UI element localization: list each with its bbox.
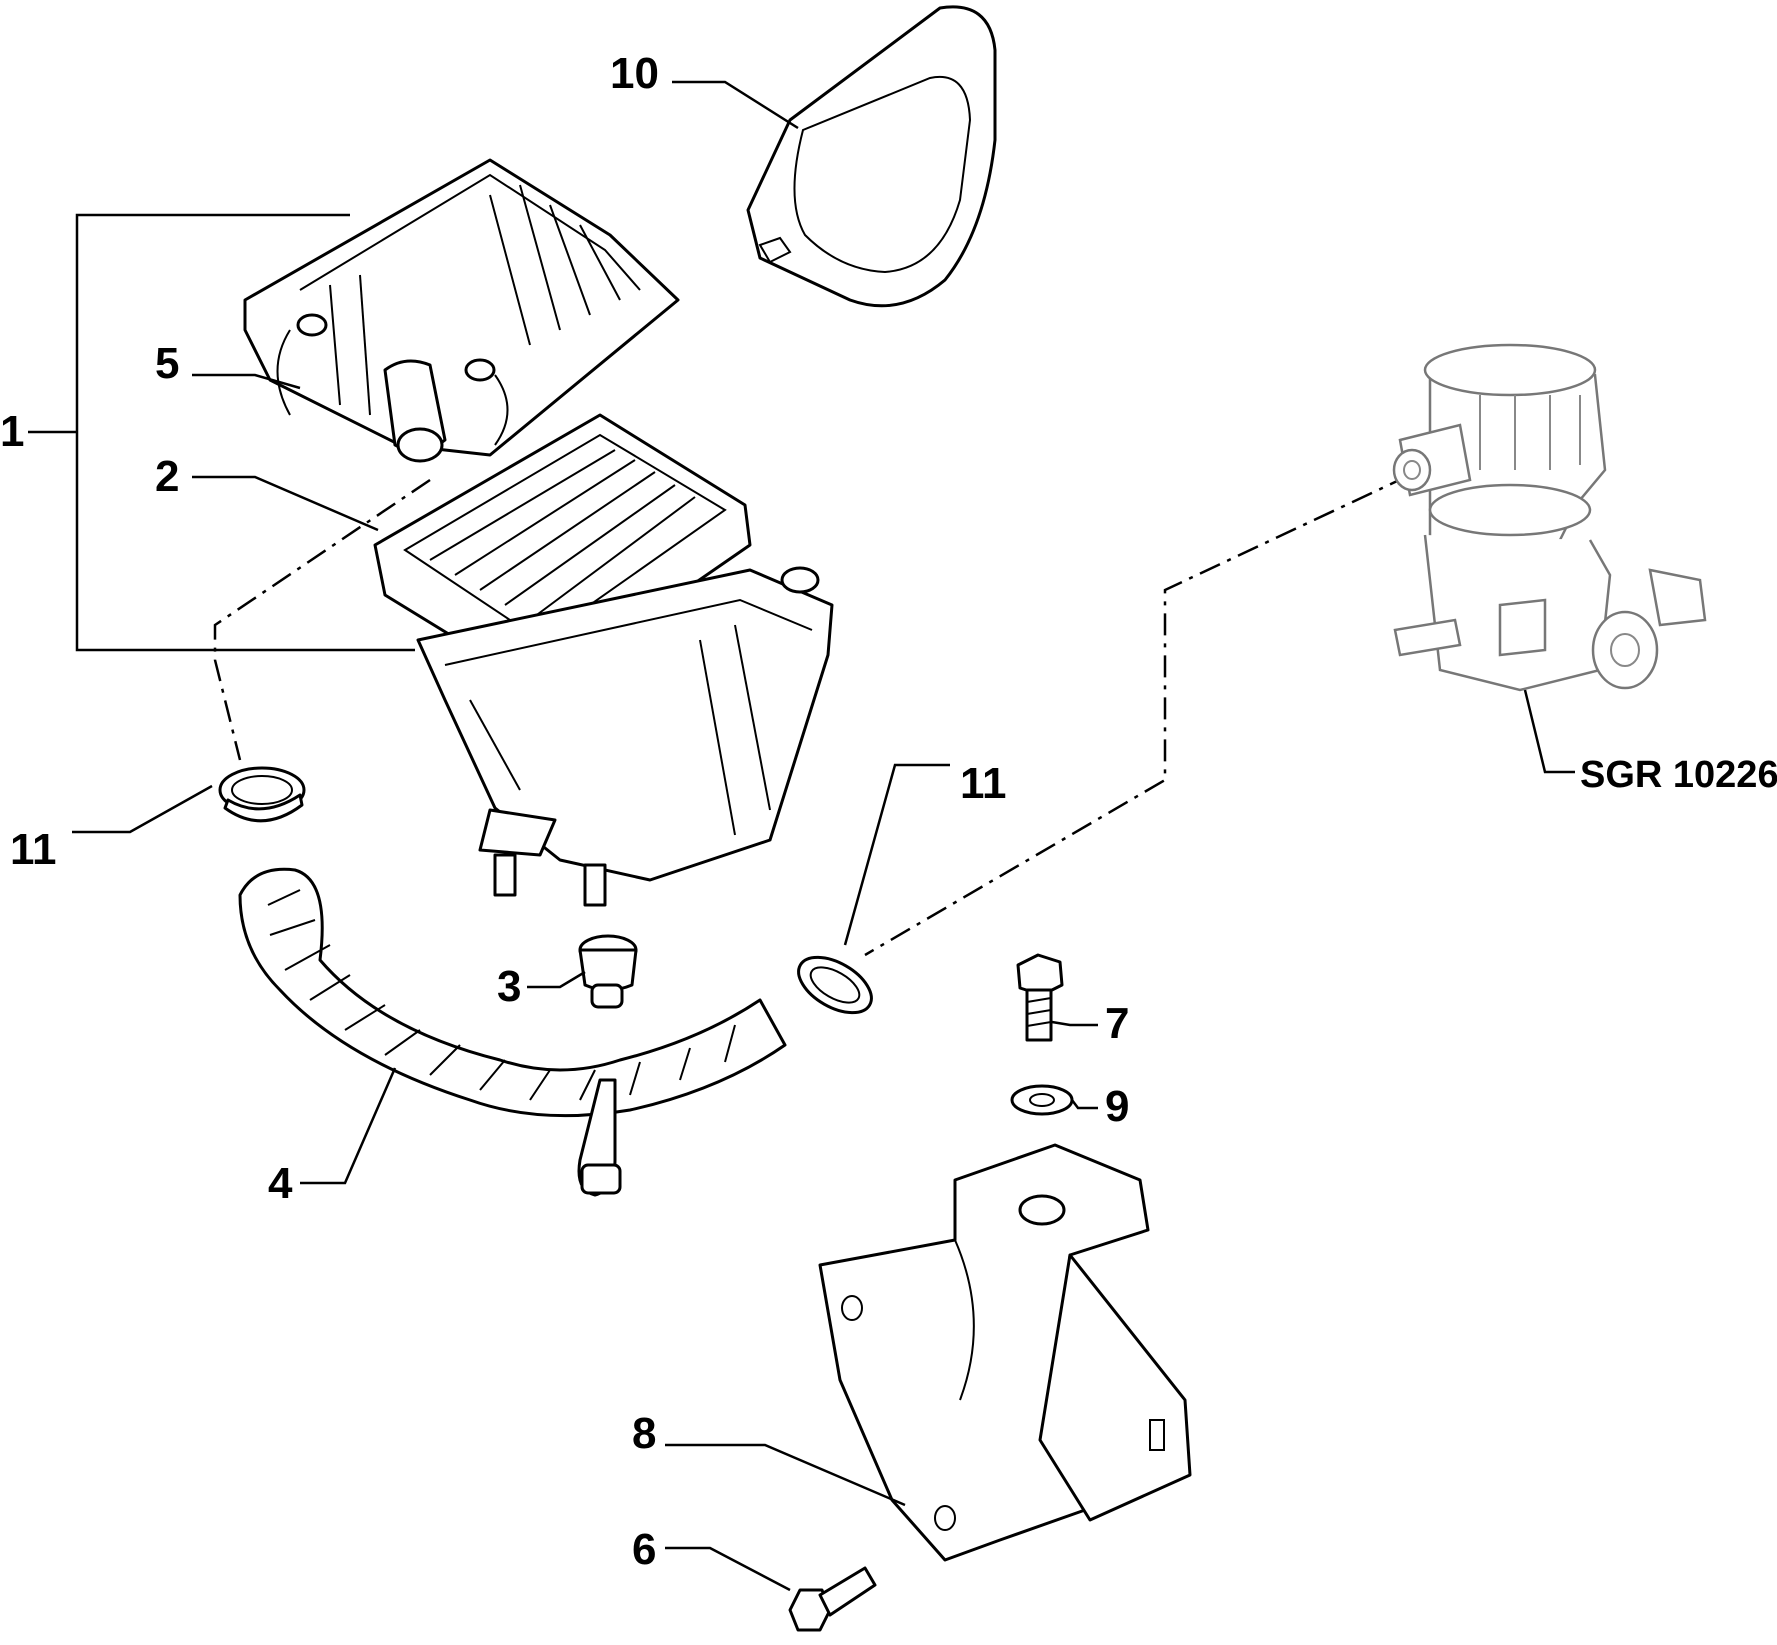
callout-11a-leader [72, 784, 213, 834]
callout-8: 8 [632, 1409, 657, 1458]
callout-4-leader [300, 1067, 397, 1185]
guide-line-right [864, 473, 1411, 957]
callout-6-leader [665, 1546, 791, 1592]
reference-engine-component [1392, 343, 1707, 692]
callout-9-leader [1071, 1099, 1098, 1110]
callout-5: 5 [155, 339, 180, 388]
air-box-lid [243, 158, 680, 463]
callout-sgr-leader [1523, 689, 1575, 774]
callout-10: 10 [610, 49, 659, 98]
hose-clamp-right [797, 955, 873, 1015]
bolt-7 [1016, 953, 1064, 1042]
callout-4: 4 [268, 1159, 293, 1208]
callout-11-right: 11 [960, 759, 1007, 808]
bolt-6 [788, 1566, 877, 1632]
callout-5-leader [192, 373, 301, 390]
guide-line-left [213, 478, 431, 761]
callout-9: 9 [1105, 1082, 1130, 1131]
callout-8-leader [665, 1443, 906, 1507]
callout-1: 1 [0, 407, 25, 456]
washer-9 [1010, 1084, 1074, 1116]
callout-11b-leader [843, 763, 950, 946]
air-filter-element [373, 413, 752, 692]
callout-10-leader [672, 80, 799, 130]
mounting-bracket [818, 1143, 1192, 1562]
hose-clamp-left [218, 766, 306, 823]
callout-2: 2 [155, 452, 180, 501]
intake-cover-plate [746, 5, 997, 308]
callout-2-leader [192, 475, 379, 532]
callout-7: 7 [1105, 999, 1130, 1048]
intake-hose [238, 867, 787, 1197]
reference-code: SGR 10226 [1580, 754, 1777, 796]
rubber-grommet [578, 934, 638, 1009]
callout-7-leader [1051, 1020, 1098, 1027]
callout-11-left: 11 [10, 825, 57, 874]
callout-3: 3 [497, 962, 522, 1011]
callout-3-leader [527, 970, 586, 989]
air-box-lower-housing [416, 566, 834, 907]
callout-6: 6 [632, 1525, 657, 1574]
